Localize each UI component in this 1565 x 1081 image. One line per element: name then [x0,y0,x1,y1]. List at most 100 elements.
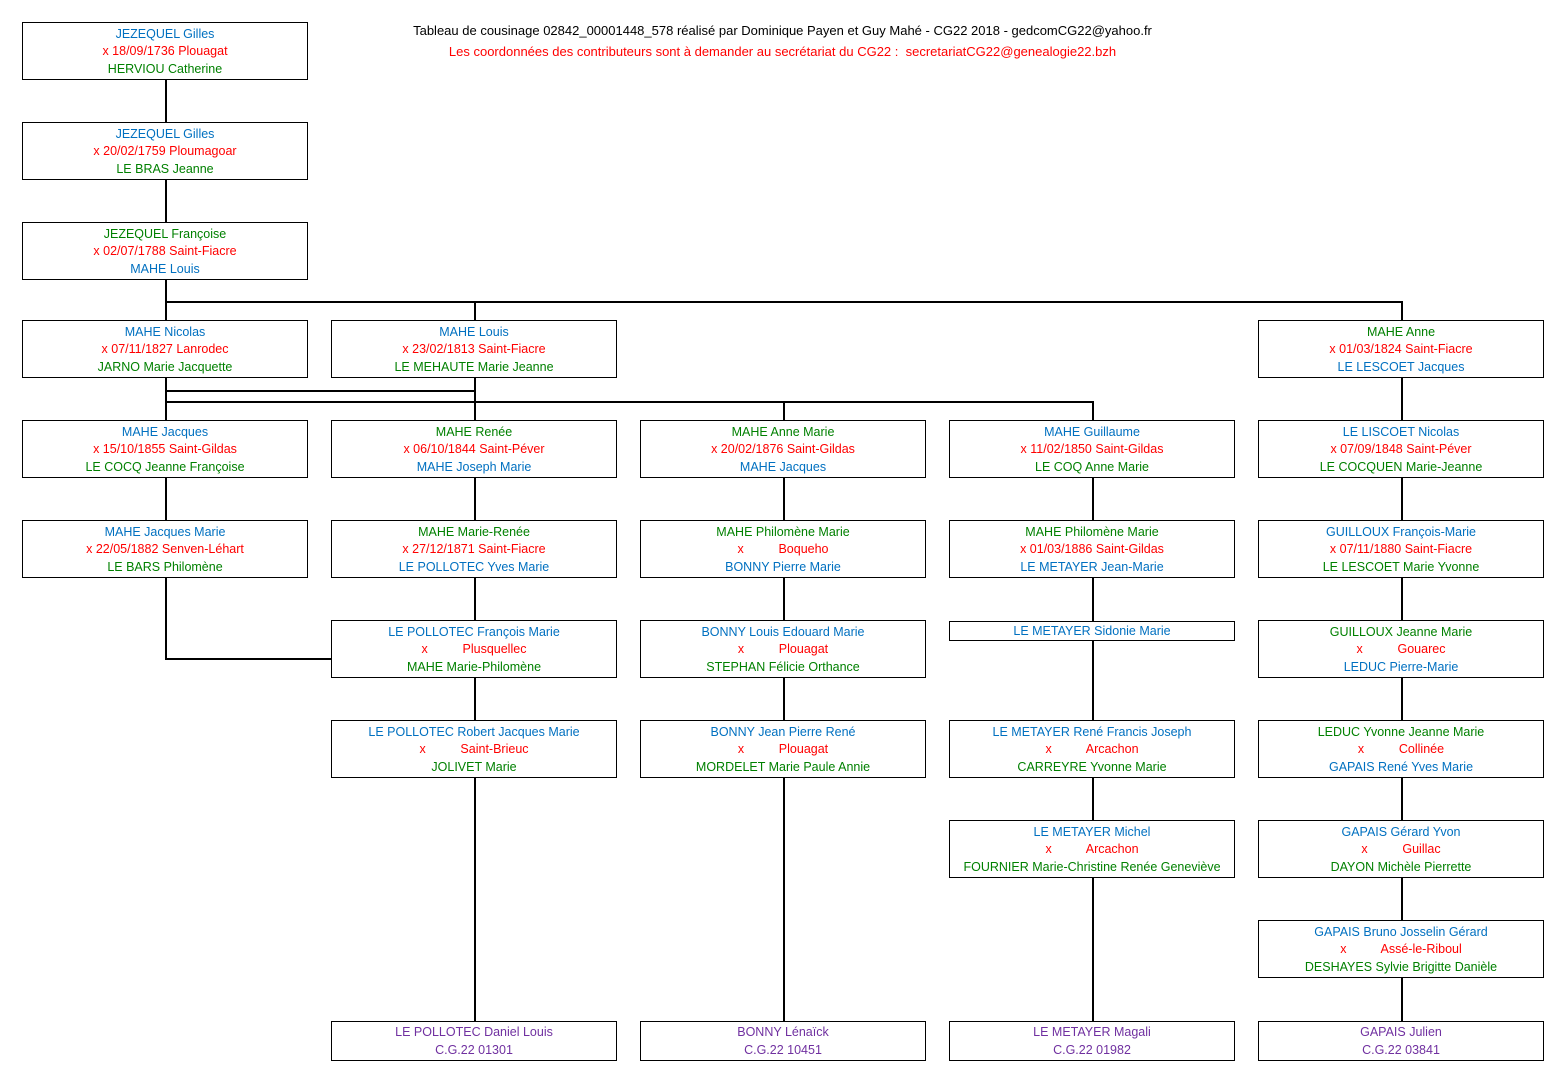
connector-line-vertical [783,778,785,1021]
marriage-info: x Collinée [1357,742,1445,756]
person-name: MAHE Guillaume [1044,424,1140,439]
connector-line-vertical [165,180,167,222]
marriage-info: x 01/03/1824 Saint-Fiacre [1329,342,1473,356]
sheet-title: Tableau de cousinage 02842_00001448_578 … [413,23,1152,38]
person-name: GUILLOUX François-Marie [1325,524,1477,539]
spouse-name: LE POLLOTEC Yves Marie [398,559,550,574]
spouse-name: LE COCQUEN Marie-Jeanne [1319,459,1483,474]
person-name: MAHE Philomène Marie [716,524,850,539]
connector-line-vertical [165,578,167,659]
sheet-contact-note: Les coordonnées des contributeurs sont à… [448,44,1117,59]
connector-line-vertical [165,478,167,520]
connector-line-vertical [1092,641,1094,720]
marriage-info: x Saint-Brieuc [419,742,529,756]
spouse-name: LE COQ Anne Marie [1035,459,1149,474]
marriage-info: x Boqueho [737,542,829,556]
connector-line-vertical [165,378,167,420]
spouse-name: HERVIOU Catherine [107,61,223,76]
ref-name: BONNY Lénaïck [737,1025,829,1040]
spouse-name: LEDUC Pierre-Marie [1343,659,1459,674]
marriage-info: x 20/02/1759 Ploumagoar [93,144,237,158]
connector-line-vertical [1092,401,1094,420]
marriage-info: x 01/03/1886 Saint-Gildas [1020,542,1164,556]
ref-name: GAPAIS Julien [1360,1025,1442,1040]
spouse-name: JOLIVET Marie [431,759,517,774]
connector-line-vertical [474,678,476,720]
spouse-name: MORDELET Marie Paule Annie [695,759,871,774]
connector-line-vertical [165,80,167,122]
marriage-info: x 15/10/1855 Saint-Gildas [93,442,237,456]
person-name: GUILLOUX Jeanne Marie [1329,624,1473,639]
marriage-info: x Plouagat [737,642,829,656]
connector-line-vertical [783,401,785,420]
spouse-name: CARREYRE Yvonne Marie [1017,759,1167,774]
connector-line-vertical [1092,578,1094,621]
person-name: MAHE Marie-Renée [418,524,530,539]
marriage-info: x Guillac [1361,842,1441,856]
connector-line-vertical [1401,578,1403,620]
marriage-info: x 11/02/1850 Saint-Gildas [1020,442,1164,456]
spouse-name: MAHE Marie-Philomène [406,659,542,674]
connector-line-vertical [1401,778,1403,820]
person-name: MAHE Philomène Marie [1025,524,1159,539]
connector-line-vertical [474,778,476,1021]
marriage-info: x Plusquellec [421,642,527,656]
person-name: MAHE Nicolas [124,324,206,339]
connector-line-vertical [783,478,785,520]
person-name: JEZEQUEL Françoise [103,226,227,241]
ref-code: C.G.22 01301 [435,1042,513,1057]
person-name: LE METAYER Sidonie Marie [1013,624,1171,638]
box-le-metayer-sidonie-marie: LE METAYER Sidonie Marie [949,621,1235,641]
person-name: LE LISCOET Nicolas [1342,424,1460,439]
connector-line-horizontal [165,301,1401,303]
connector-line-vertical [1401,978,1403,1021]
person-name: BONNY Louis Edouard Marie [701,624,865,639]
connector-line-vertical [1401,378,1403,420]
marriage-info: x 06/10/1844 Saint-Péver [403,442,545,456]
marriage-info: x Arcachon [1045,742,1139,756]
person-name: GAPAIS Gérard Yvon [1341,824,1461,839]
marriage-info: x Assé-le-Riboul [1340,942,1462,956]
spouse-name: FOURNIER Marie-Christine Renée Geneviève [963,859,1221,874]
spouse-name: MAHE Louis [130,261,200,276]
spouse-name: JARNO Marie Jacquette [97,359,233,374]
connector-line-vertical [783,578,785,620]
connector-line-horizontal [165,390,474,392]
connector-line-vertical [165,280,167,301]
person-name: LE POLLOTEC François Marie [388,624,560,639]
person-name: MAHE Anne [1366,324,1436,339]
spouse-name: BONNY Pierre Marie [725,559,841,574]
spouse-name: MAHE Jacques [739,459,827,474]
person-name: LE METAYER Michel [1033,824,1151,839]
box-le-liscoet-nicolas-1848: LE LISCOET Nicolas x 07/09/1848 Saint-Pév… [1258,420,1544,478]
connector-line-vertical [1092,878,1094,1021]
person-name: GAPAIS Bruno Josselin Gérard [1314,924,1488,939]
ref-name: LE METAYER Magali [1033,1025,1151,1040]
connector-line-vertical [1401,878,1403,920]
marriage-info: x 22/05/1882 Senven-Léhart [86,542,244,556]
person-name: MAHE Renée [435,424,513,439]
marriage-info: x 07/09/1848 Saint-Péver [1330,442,1472,456]
connector-line-vertical [474,478,476,520]
person-name: JEZEQUEL Gilles [115,26,215,41]
spouse-name: MAHE Joseph Marie [416,459,532,474]
spouse-name: LE MEHAUTE Marie Jeanne [394,359,554,374]
person-name: MAHE Louis [439,324,509,339]
